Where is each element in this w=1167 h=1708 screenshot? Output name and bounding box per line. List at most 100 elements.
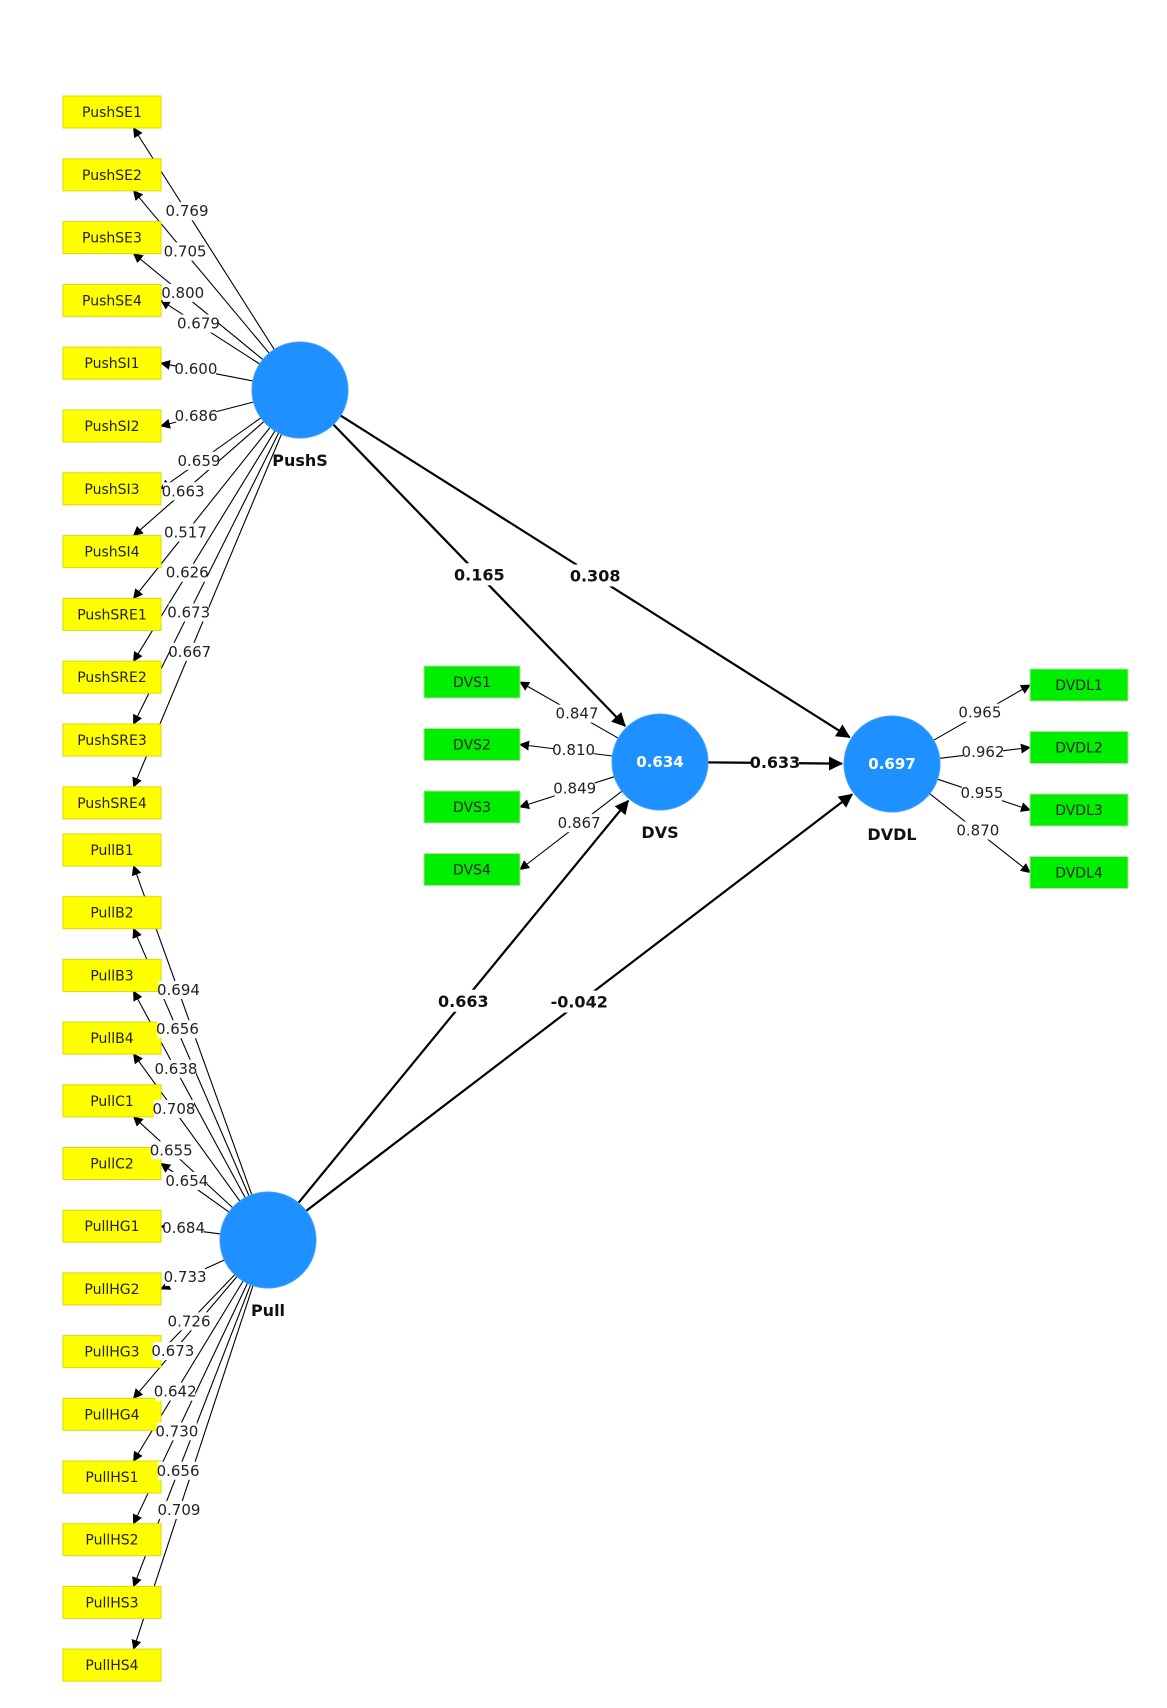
- loading-label-bg: [963, 743, 1004, 762]
- indicator-label: DVS2: [453, 738, 491, 754]
- indicator-box[interactable]: [62, 409, 162, 443]
- indicator-box[interactable]: [62, 346, 162, 380]
- indicator-box[interactable]: [62, 221, 162, 255]
- indicator-box[interactable]: [62, 1272, 162, 1306]
- loading-line: [132, 190, 270, 354]
- loading-value: 0.705: [164, 242, 207, 260]
- indicator-box[interactable]: [1029, 856, 1129, 889]
- indicator-box[interactable]: [423, 853, 521, 886]
- construct-r2-value: 0.697: [868, 755, 915, 773]
- indicator-box[interactable]: [423, 728, 521, 761]
- loading-value: 0.730: [155, 1422, 198, 1440]
- indicator-box[interactable]: [62, 1523, 162, 1557]
- loading-value: 0.679: [177, 315, 220, 333]
- loading-value: 0.810: [552, 741, 595, 759]
- indicator-label: PullHS1: [85, 1470, 138, 1486]
- loading-value: 0.849: [553, 779, 596, 797]
- indicator-label: PushSI1: [84, 356, 139, 372]
- construct-name: PushS: [272, 451, 328, 470]
- indicator-label: PushSE1: [82, 105, 142, 121]
- loading-value: 0.955: [960, 784, 1003, 802]
- construct-circle[interactable]: [843, 715, 941, 813]
- loading-value: 0.656: [156, 1020, 199, 1038]
- loading-value: 0.847: [556, 705, 599, 723]
- path-coefficient: -0.042: [551, 993, 608, 1012]
- construct-name: DVDL: [867, 825, 916, 844]
- construct-r2-value: 0.634: [636, 753, 683, 771]
- loading-value: 0.673: [151, 1342, 194, 1360]
- loading-label-bg: [158, 980, 199, 999]
- indicator-label: DVDL3: [1055, 803, 1103, 819]
- indicator-label: PullC2: [90, 1157, 134, 1173]
- loading-label-bg: [957, 821, 998, 840]
- indicator-box[interactable]: [62, 472, 162, 506]
- indicator-box[interactable]: [62, 1021, 162, 1055]
- indicator-box[interactable]: [62, 896, 162, 930]
- indicator-label: PullHG1: [84, 1219, 139, 1235]
- loading-value: 0.600: [174, 360, 217, 378]
- loading-value: 0.517: [164, 523, 207, 541]
- loading-value: 0.673: [167, 603, 210, 621]
- loading-value: 0.626: [166, 564, 209, 582]
- indicator-label: PushSRE1: [77, 607, 147, 623]
- loading-value: 0.686: [175, 407, 218, 425]
- loading-label-bg: [178, 451, 219, 470]
- path-coefficient: 0.308: [570, 566, 621, 585]
- indicator-box[interactable]: [1029, 731, 1129, 764]
- indicator-label: PullB2: [90, 906, 133, 922]
- path-label-bg: [439, 989, 488, 1012]
- loading-line: [133, 1280, 244, 1462]
- indicator-box[interactable]: [62, 1585, 162, 1619]
- path-coefficient: 0.165: [454, 565, 505, 584]
- loading-value: 0.642: [154, 1383, 197, 1401]
- indicator-box[interactable]: [62, 95, 162, 129]
- loading-label-bg: [165, 242, 206, 261]
- indicator-label: DVDL1: [1055, 678, 1103, 694]
- loading-value: 0.800: [161, 284, 204, 302]
- indicator-box[interactable]: [62, 535, 162, 569]
- indicator-label: DVS1: [453, 675, 491, 691]
- loading-label-bg: [554, 779, 595, 798]
- loading-value: 0.684: [162, 1219, 205, 1237]
- loading-label-bg: [165, 523, 206, 542]
- indicator-box[interactable]: [62, 1147, 162, 1180]
- loading-value: 0.655: [150, 1141, 193, 1159]
- loading-label-bg: [168, 603, 209, 622]
- indicator-box[interactable]: [62, 1648, 162, 1682]
- indicator-label: PushSI4: [84, 545, 139, 561]
- indicator-box[interactable]: [62, 597, 162, 631]
- loading-label-bg: [557, 704, 598, 723]
- indicator-box[interactable]: [62, 660, 162, 694]
- indicator-box[interactable]: [62, 1397, 162, 1431]
- construct-circle[interactable]: [611, 713, 709, 811]
- loading-label-bg: [166, 1171, 207, 1190]
- indicator-box[interactable]: [62, 1209, 162, 1243]
- indicator-box[interactable]: [423, 665, 521, 699]
- loading-label-bg: [155, 1382, 196, 1401]
- indicator-label: PushSE3: [82, 231, 142, 247]
- loading-value: 0.694: [157, 981, 200, 999]
- construct-circle[interactable]: [219, 1191, 317, 1289]
- diagram-labels: PushSE1 0.769 PushSE2 0.705 PushSE3 0.800Push…: [77, 105, 1103, 1674]
- loading-label-bg: [553, 741, 594, 760]
- indicator-label: DVS4: [453, 863, 491, 879]
- indicator-label: PushSE2: [82, 168, 142, 184]
- indicator-box[interactable]: [62, 283, 162, 317]
- indicator-box[interactable]: [1029, 668, 1129, 702]
- indicator-box[interactable]: [62, 723, 162, 757]
- loading-label-bg: [167, 202, 208, 221]
- indicator-box[interactable]: [423, 790, 521, 824]
- loading-line: [132, 421, 265, 537]
- loading-value: 0.769: [166, 202, 209, 220]
- indicator-box[interactable]: [62, 958, 162, 992]
- path-label-bg: [751, 750, 800, 773]
- loading-label-bg: [178, 314, 219, 333]
- indicator-box[interactable]: [62, 833, 162, 867]
- indicator-box[interactable]: [62, 158, 162, 192]
- indicator-box[interactable]: [62, 786, 162, 820]
- loading-line: [132, 1276, 238, 1400]
- indicator-box[interactable]: [1029, 793, 1129, 827]
- construct-circle[interactable]: [251, 341, 349, 439]
- loading-label-bg: [961, 783, 1002, 802]
